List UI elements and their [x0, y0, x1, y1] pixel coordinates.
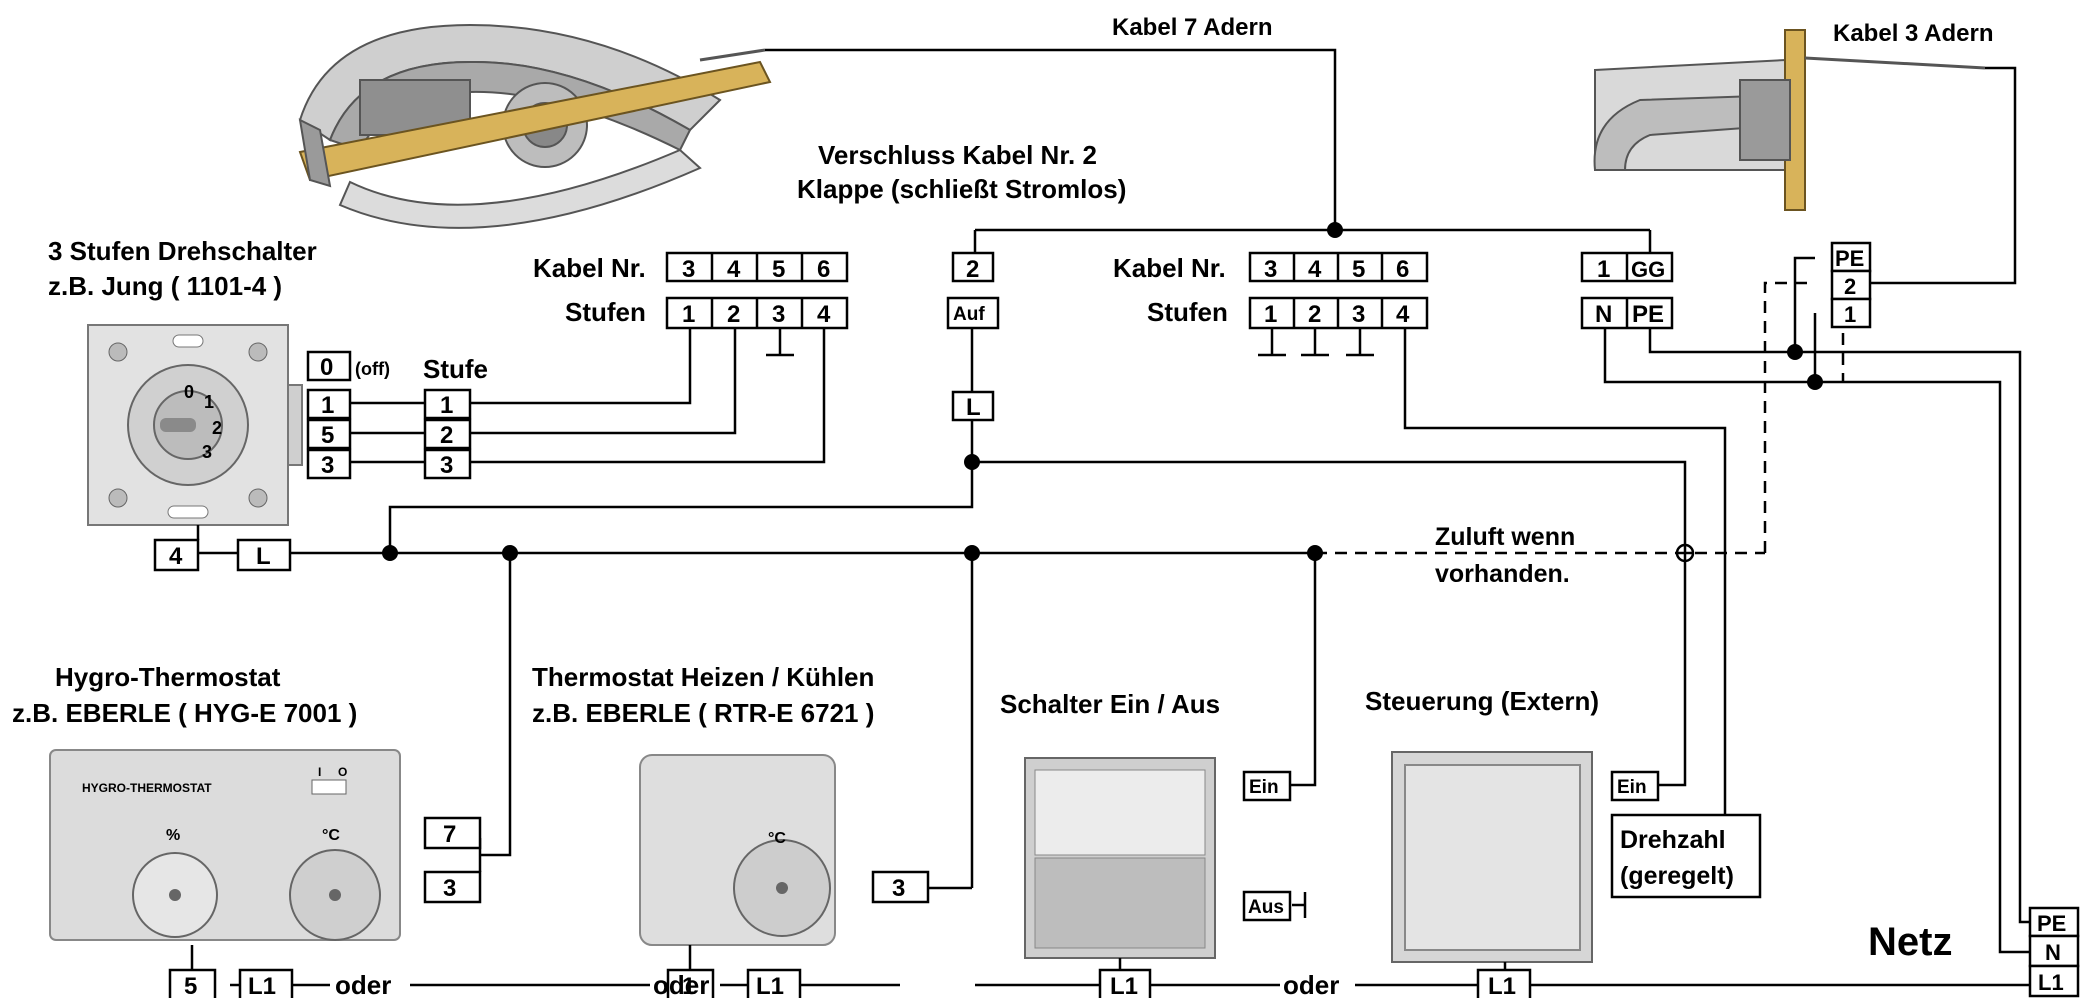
- shutter-l-term: L: [966, 394, 981, 421]
- block-mid-stufe-3: 3: [1352, 301, 1365, 328]
- block-mid-stufen-label: Stufen: [1147, 297, 1228, 327]
- thermostat-term-l1: L1: [756, 973, 784, 998]
- netz-label: Netz: [1868, 920, 1952, 964]
- shutter-label-line1: Verschluss Kabel Nr. 2: [818, 140, 1097, 170]
- switch-term-l: L: [256, 543, 271, 570]
- onoff-term-ein: Ein: [1249, 777, 1279, 798]
- oder-label-1: oder: [335, 970, 391, 998]
- thermostat-term-3: 3: [892, 875, 905, 902]
- block-left-kabel-2: 4: [727, 256, 741, 283]
- block-mid-stufe-2: 2: [1308, 301, 1321, 328]
- hygro-title: Hygro-Thermostat: [55, 662, 281, 692]
- switch-model: z.B. Jung ( 1101-4 ): [48, 271, 282, 301]
- hygro-term-5: 5: [184, 973, 197, 998]
- switch-off-term: 0: [320, 354, 333, 381]
- zuluft-term-n: N: [1595, 301, 1612, 328]
- block-left-stufe-3: 3: [772, 301, 785, 328]
- block-left-stufe-1: 1: [682, 301, 695, 328]
- onoff-term-l1: L1: [1110, 973, 1138, 998]
- block-mid-kabel-1: 3: [1264, 256, 1277, 283]
- zuluft-stack-2: 2: [1844, 274, 1856, 299]
- hygro-term-3: 3: [443, 875, 456, 902]
- block-mid-stufe-1: 1: [1264, 301, 1277, 328]
- fan-unit-illustration: [298, 23, 772, 229]
- extern-title: Steuerung (Extern): [1365, 686, 1599, 716]
- oder-label-2: oder: [653, 970, 709, 998]
- hygro-term-7: 7: [443, 821, 456, 848]
- netz-term-pe: PE: [2037, 911, 2066, 936]
- shutter-kabel-term: 2: [966, 256, 979, 283]
- oder-label-3: oder: [1283, 970, 1339, 998]
- block-mid-kabel-label: Kabel Nr.: [1113, 253, 1226, 283]
- block-mid-stufe-4: 4: [1396, 301, 1410, 328]
- block-mid-kabel-2: 4: [1308, 256, 1322, 283]
- zuluft-term-gg: GG: [1631, 257, 1665, 282]
- zuluft-note-line2: vorhanden.: [1435, 560, 1570, 588]
- zuluft-stack-1: 1: [1844, 302, 1856, 327]
- extern-term-l1: L1: [1488, 973, 1516, 998]
- switch-term-4: 4: [169, 543, 183, 570]
- shutter-label-line2: Klappe (schließt Stromlos): [797, 174, 1126, 204]
- zuluft-stack-pe: PE: [1835, 246, 1864, 271]
- dial-label-0: 0: [184, 382, 194, 402]
- switch-term-right-1: 1: [440, 392, 453, 419]
- thermostat-title: Thermostat Heizen / Kühlen: [532, 662, 874, 692]
- terminal-boxes: [153, 241, 2080, 998]
- zuluft-term-1: 1: [1597, 256, 1610, 283]
- netz-term-n: N: [2045, 940, 2061, 965]
- switch-term-right-3: 3: [440, 452, 453, 479]
- thermostat-dial-celsius: °C: [768, 830, 786, 847]
- external-control-illustration: [1391, 751, 1593, 963]
- switch-term-left-1: 1: [321, 392, 334, 419]
- extern-drehzahl-line1: Drehzahl: [1620, 826, 1726, 854]
- cable-3-label: Kabel 3 Adern: [1833, 20, 1994, 47]
- dial-label-2: 2: [212, 418, 222, 438]
- shutter-auf-term: Auf: [953, 304, 985, 325]
- block-mid-kabel-4: 6: [1396, 256, 1409, 283]
- zuluft-term-pe: PE: [1632, 301, 1664, 328]
- switch-title: 3 Stufen Drehschalter: [48, 236, 317, 266]
- block-left-stufen-label: Stufen: [565, 297, 646, 327]
- hygro-term-l1: L1: [248, 973, 276, 998]
- dial-label-1: 1: [204, 392, 214, 412]
- thermostat-model: z.B. EBERLE ( RTR-E 6721 ): [532, 698, 874, 728]
- block-left-kabel-1: 3: [682, 256, 695, 283]
- hygro-switch-mark-1: I: [318, 765, 321, 779]
- hygro-switch-mark-2: O: [338, 765, 347, 779]
- extern-term-ein: Ein: [1617, 777, 1647, 798]
- hygro-model: z.B. EBERLE ( HYG-E 7001 ): [12, 698, 357, 728]
- netz-term-l1: L1: [2038, 970, 2064, 995]
- hygro-thermostat-illustration: HYGRO-THERMOSTAT I O % °C: [49, 749, 401, 941]
- on-off-switch-illustration: [1024, 757, 1216, 959]
- block-left-kabel-3: 5: [772, 256, 785, 283]
- block-mid-kabel-3: 5: [1352, 256, 1365, 283]
- dial-label-3: 3: [202, 442, 212, 462]
- zuluft-unit-illustration: [1593, 29, 1986, 211]
- zuluft-note-line1: Zuluft wenn: [1435, 523, 1575, 551]
- crossing-marker: [1675, 543, 1695, 563]
- block-left-kabel-4: 6: [817, 256, 830, 283]
- hygro-dial-percent: %: [166, 827, 180, 844]
- switch-off-note: (off): [355, 359, 390, 379]
- extern-drehzahl-line2: (geregelt): [1620, 862, 1734, 890]
- rotary-switch-illustration: 0 1 2 3: [87, 324, 303, 526]
- block-left-stufe-2: 2: [727, 301, 740, 328]
- switch-term-left-2: 5: [321, 422, 334, 449]
- cable-7-label: Kabel 7 Adern: [1112, 14, 1273, 41]
- hygro-dial-celsius: °C: [322, 827, 340, 844]
- switch-term-left-3: 3: [321, 452, 334, 479]
- onoff-term-aus: Aus: [1248, 897, 1284, 918]
- switch-term-right-2: 2: [440, 422, 453, 449]
- hygro-face-label: HYGRO-THERMOSTAT: [82, 781, 212, 795]
- junction-dots: [382, 222, 1823, 561]
- block-left-kabel-label: Kabel Nr.: [533, 253, 646, 283]
- onoff-title: Schalter Ein / Aus: [1000, 689, 1220, 719]
- thermostat-illustration: °C: [639, 754, 836, 946]
- block-left-stufe-4: 4: [817, 301, 831, 328]
- stufe-label: Stufe: [423, 354, 488, 384]
- thermostat-term-1: 1: [682, 973, 695, 998]
